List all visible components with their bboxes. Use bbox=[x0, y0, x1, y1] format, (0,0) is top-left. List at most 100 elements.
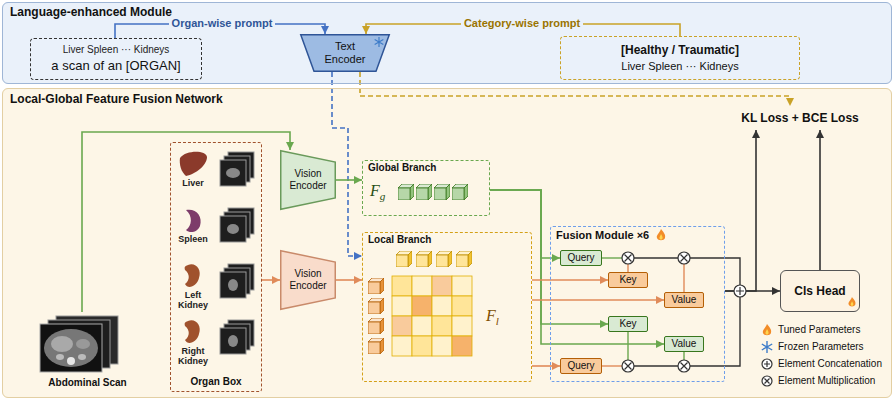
feature-grid bbox=[432, 336, 452, 356]
global-feature-cubes bbox=[416, 184, 432, 200]
organ-slices bbox=[220, 272, 246, 298]
node-label: KL Loss + BCE Loss bbox=[741, 111, 858, 125]
module-band: Language-enhanced ModuleLiver Spleen ···… bbox=[2, 2, 892, 84]
feature-grid bbox=[452, 276, 472, 296]
module-band: Local-Global Feature Fusion NetworkAbdom… bbox=[2, 88, 892, 398]
concat-symbol bbox=[736, 287, 744, 295]
prompt-box: Liver Spleen ··· Kidneysa scan of an [OR… bbox=[30, 38, 202, 80]
fusion-wire bbox=[627, 264, 628, 272]
connector bbox=[262, 279, 280, 281]
organ-slices bbox=[220, 152, 254, 354]
legend-text: Element Multiplication bbox=[778, 375, 875, 386]
node-label: Text Encoder bbox=[317, 40, 373, 66]
local-feature-cubes bbox=[368, 318, 384, 334]
trapezoid-outline bbox=[281, 151, 336, 210]
legend-symbol bbox=[764, 361, 770, 367]
vision-encoder: Vision Encoder bbox=[280, 250, 336, 310]
feature-grid bbox=[432, 296, 452, 316]
ct-scan bbox=[44, 329, 98, 367]
connector bbox=[490, 190, 664, 344]
query-box: Query bbox=[560, 250, 602, 266]
feature-grid bbox=[452, 316, 472, 336]
frozen-icon bbox=[375, 37, 384, 47]
concat-symbol bbox=[734, 285, 746, 297]
global-feature-cubes bbox=[398, 184, 414, 200]
organ-icon bbox=[185, 264, 200, 287]
local-feature-cubes bbox=[396, 251, 412, 267]
node-label: Key bbox=[619, 274, 636, 286]
connector bbox=[532, 299, 664, 301]
organ-icon bbox=[185, 320, 200, 343]
global-feature-cubes bbox=[398, 184, 468, 200]
organ-slices bbox=[220, 328, 246, 354]
prompt-box: [Healthy / Traumatic]Liver Spleen ··· Ki… bbox=[560, 36, 800, 80]
frozen-icon bbox=[762, 341, 772, 353]
local-feature-cubes bbox=[368, 338, 384, 354]
node-label: Fusion Module ×6 bbox=[556, 229, 649, 242]
local-feature-cubes bbox=[436, 251, 452, 267]
fusion-wire bbox=[683, 352, 684, 360]
multiply-symbol bbox=[678, 360, 690, 372]
node-label: Query bbox=[567, 360, 594, 372]
node-label: Key bbox=[619, 318, 636, 330]
legend-symbol bbox=[765, 379, 770, 384]
organ-slices bbox=[228, 279, 238, 291]
fusion-module: Fusion Module ×6QueryKeyValueKeyValueQue… bbox=[550, 226, 725, 382]
text-encoder: Text Encoder bbox=[300, 34, 390, 72]
key-box: Key bbox=[608, 316, 648, 332]
edge-label: Category-wise prompt bbox=[461, 17, 583, 30]
connector bbox=[819, 130, 821, 270]
multiply-symbol bbox=[681, 255, 688, 262]
organ-name: Left Kidney bbox=[171, 290, 215, 311]
feature-grid bbox=[412, 336, 432, 356]
band-ground bbox=[2, 88, 892, 398]
feature-grid bbox=[452, 336, 472, 356]
fusion-wire bbox=[602, 258, 740, 366]
node-label: Cls Head bbox=[794, 284, 845, 298]
branch-box: Local BranchFl bbox=[362, 232, 532, 382]
connector bbox=[336, 279, 362, 281]
multiply-symbol bbox=[622, 360, 634, 372]
feature-grid bbox=[412, 276, 432, 296]
multiply-symbol bbox=[681, 363, 688, 370]
legend-item: Frozen Parameters bbox=[778, 341, 864, 353]
node-label: Vision Encoder bbox=[286, 168, 330, 192]
trapezoid-outline bbox=[301, 35, 390, 72]
connector bbox=[532, 279, 608, 281]
organ-slices bbox=[220, 160, 246, 186]
node-label: [Healthy / Traumatic] bbox=[621, 43, 739, 57]
organ-name: Right Kidney bbox=[171, 346, 215, 367]
local-feature-cubes bbox=[456, 251, 472, 267]
connector bbox=[490, 190, 608, 324]
multiply-symbol bbox=[678, 252, 690, 264]
connector bbox=[82, 132, 290, 312]
ct-scan bbox=[56, 354, 64, 360]
fusion-wire bbox=[690, 258, 740, 285]
node-label: Organ Box bbox=[170, 376, 262, 388]
legend-item: Element Concatenation bbox=[778, 358, 882, 370]
band-ground bbox=[2, 2, 892, 84]
local-feature-cubes bbox=[416, 251, 432, 267]
connector bbox=[360, 72, 790, 106]
connector bbox=[336, 179, 362, 181]
tuned-icon bbox=[657, 229, 665, 240]
subscript: g bbox=[380, 190, 386, 202]
legend-symbol bbox=[762, 359, 772, 386]
node-label: Vision Encoder bbox=[286, 268, 330, 292]
feature-grid bbox=[432, 316, 452, 336]
node-label: Fg bbox=[370, 181, 385, 204]
fusion-wire bbox=[602, 365, 622, 366]
feature-grid bbox=[432, 276, 452, 296]
organ-slices bbox=[226, 168, 240, 178]
branch-box: Global BranchFg bbox=[362, 160, 490, 216]
scan-figure: Abdominal Scan bbox=[25, 312, 150, 394]
value-box: Value bbox=[664, 336, 704, 352]
multiply-symbol bbox=[622, 252, 690, 372]
ct-scan bbox=[76, 339, 90, 349]
organ-name: Liver bbox=[171, 178, 215, 188]
classifier-head: Cls Head bbox=[780, 270, 860, 312]
tuned-icon bbox=[849, 297, 856, 306]
feature-grid bbox=[392, 276, 472, 356]
frozen-icon bbox=[762, 341, 772, 353]
